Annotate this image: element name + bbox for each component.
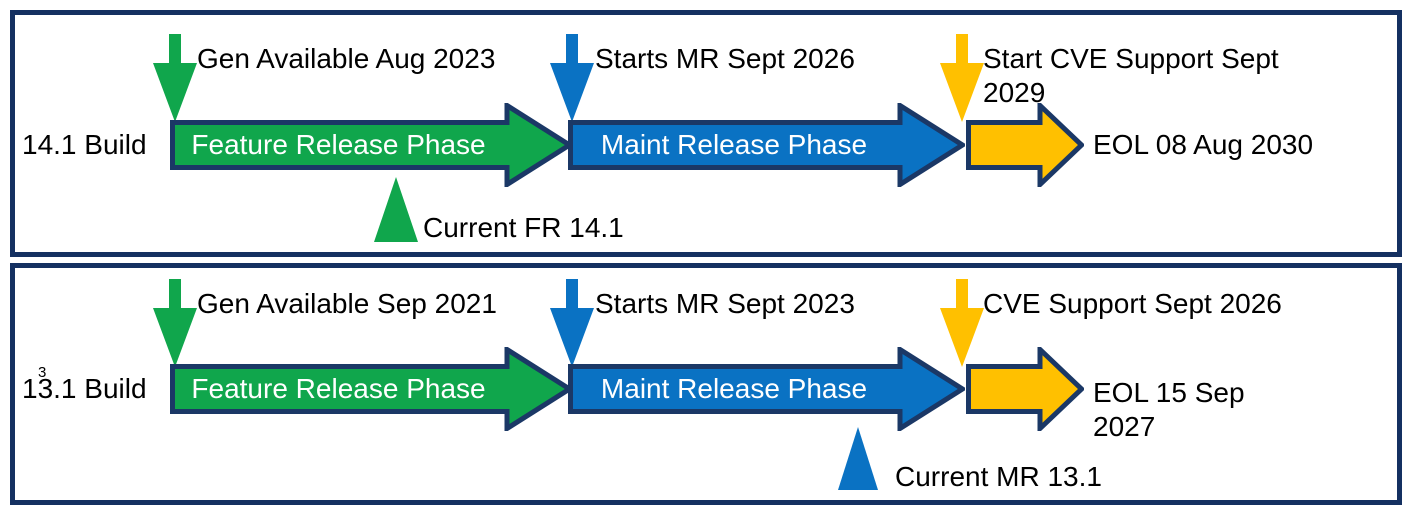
- build-panel-13-1: 13.1 Build 3 Gen Available Sep 2021 Star…: [10, 263, 1402, 505]
- maint-phase-label: Maint Release Phase: [600, 129, 868, 160]
- maint-phase-arrow: [568, 103, 965, 187]
- mr-label: Starts MR Sept 2026: [595, 43, 855, 74]
- build-label: 13.1 Build 3: [22, 364, 147, 412]
- feature-phase-label: Feature Release Phase: [191, 129, 486, 160]
- cve-label: Start CVE Support Sept 2029: [983, 43, 1279, 108]
- build-label: 14.1 Build: [22, 122, 147, 168]
- cve-label: CVE Support Sept 2026: [983, 288, 1282, 319]
- feature-phase-arrow: [170, 347, 572, 431]
- mr-down-arrow-icon: [550, 34, 594, 122]
- build-label-text: 14.1 Build: [22, 129, 147, 160]
- feature-phase-label: Feature Release Phase: [191, 373, 486, 404]
- current-release-marker-icon: [374, 177, 418, 242]
- eol-arrow: [966, 347, 1084, 431]
- ga-down-arrow-icon: [153, 34, 197, 122]
- maint-phase-arrow: [568, 347, 965, 431]
- eol-label: EOL 08 Aug 2030: [1093, 129, 1314, 160]
- maint-phase-label: Maint Release Phase: [600, 373, 868, 404]
- build-label-text: 13.1 Build: [22, 373, 147, 404]
- ga-label: Gen Available Aug 2023: [197, 43, 496, 74]
- current-release-marker-icon: [838, 427, 878, 490]
- build-panel-14-1: 14.1 Build Gen Available Aug 2023 Starts…: [10, 10, 1402, 257]
- current-release-label: Current MR 13.1: [895, 461, 1102, 492]
- eol-label: EOL 15 Sep 2027: [1093, 377, 1245, 442]
- current-release-label: Current FR 14.1: [423, 212, 624, 243]
- ga-label: Gen Available Sep 2021: [197, 288, 497, 319]
- mr-down-arrow-icon: [550, 279, 594, 367]
- feature-phase-arrow: [170, 103, 572, 187]
- cve-down-arrow-icon: [940, 34, 984, 122]
- cve-down-arrow-icon: [940, 279, 984, 367]
- eol-arrow: [966, 103, 1084, 187]
- build-footnote: 3: [38, 364, 47, 381]
- mr-label: Starts MR Sept 2023: [595, 288, 855, 319]
- ga-down-arrow-icon: [153, 279, 197, 367]
